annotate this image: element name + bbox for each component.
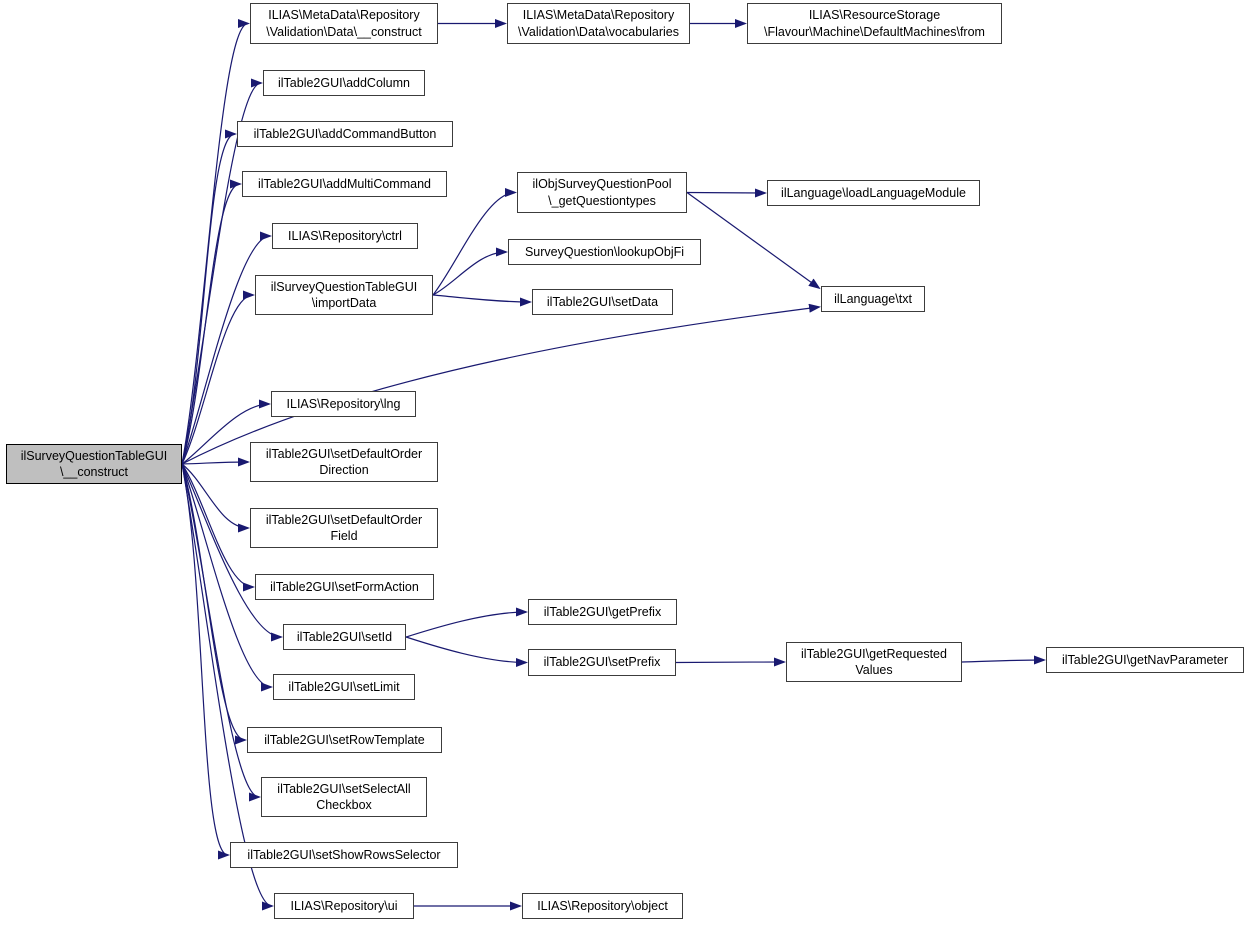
node-setRowTemplate[interactable]: ilTable2GUI\setRowTemplate	[247, 727, 442, 753]
node-label: ilLanguage\loadLanguageModule	[781, 185, 966, 200]
node-label: ILIAS\MetaData\Repository \Validation\Da…	[266, 8, 422, 39]
edge-main-setShowRowsSelector	[181, 463, 230, 860]
node-machines_from[interactable]: ILIAS\ResourceStorage \Flavour\Machine\D…	[747, 3, 1002, 44]
node-setSelectAllCheckbox[interactable]: ilTable2GUI\setSelectAll Checkbox	[261, 777, 427, 817]
edge-setPrefix-getRequestedValues	[675, 657, 786, 667]
node-getQuestiontypes[interactable]: ilObjSurveyQuestionPool \_getQuestiontyp…	[517, 172, 687, 213]
node-label: ilSurveyQuestionTableGUI \__construct	[20, 448, 168, 479]
edge-main-ctrl	[181, 231, 272, 465]
node-setData[interactable]: ilTable2GUI\setData	[532, 289, 673, 315]
node-getRequestedValues[interactable]: ilTable2GUI\getRequested Values	[786, 642, 962, 682]
node-label: ilTable2GUI\getNavParameter	[1061, 652, 1229, 667]
node-vocabularies[interactable]: ILIAS\MetaData\Repository \Validation\Da…	[507, 3, 690, 44]
node-setFormAction[interactable]: ilTable2GUI\setFormAction	[255, 574, 434, 600]
edge-importData-lookupObjFi	[432, 247, 508, 296]
edge-main-addCommandButton	[181, 129, 237, 465]
edge-main-lng	[181, 399, 271, 465]
node-lookupObjFi[interactable]: SurveyQuestion\lookupObjFi	[508, 239, 701, 265]
node-ui[interactable]: ILIAS\Repository\ui	[274, 893, 414, 919]
node-label: ilTable2GUI\setPrefix	[543, 655, 661, 670]
node-setId[interactable]: ilTable2GUI\setId	[283, 624, 406, 650]
edge-main-setSelectAllCheckbox	[181, 463, 261, 802]
node-loadLanguageModule[interactable]: ilLanguage\loadLanguageModule	[767, 180, 980, 206]
node-getNavParameter[interactable]: ilTable2GUI\getNavParameter	[1046, 647, 1244, 673]
node-label: ilTable2GUI\setSelectAll Checkbox	[277, 781, 411, 812]
node-label: ILIAS\Repository\ui	[290, 898, 398, 913]
edge-importData-setData	[432, 294, 532, 307]
node-label: ilTable2GUI\setDefaultOrder Field	[265, 512, 423, 543]
node-md_construct[interactable]: ILIAS\MetaData\Repository \Validation\Da…	[250, 3, 438, 44]
edge-getRequestedValues-getNavParameter	[961, 655, 1046, 665]
node-label: ILIAS\MetaData\Repository \Validation\Da…	[518, 8, 679, 39]
node-addCommandButton[interactable]: ilTable2GUI\addCommandButton	[237, 121, 453, 147]
node-label: ilSurveyQuestionTableGUI \importData	[270, 279, 418, 310]
node-label: ILIAS\Repository\object	[537, 898, 668, 913]
edge-main-setDefaultOrderDirection	[181, 457, 250, 467]
node-label: ilTable2GUI\setShowRowsSelector	[247, 847, 441, 862]
node-setLimit[interactable]: ilTable2GUI\setLimit	[273, 674, 415, 700]
edge-main-setRowTemplate	[181, 463, 247, 745]
node-label: ILIAS\Repository\lng	[286, 396, 401, 411]
node-addMultiCommand[interactable]: ilTable2GUI\addMultiCommand	[242, 171, 447, 197]
edge-main-addMultiCommand	[181, 179, 242, 465]
node-label: ilTable2GUI\getRequested Values	[801, 646, 947, 677]
node-label: ilTable2GUI\setData	[546, 294, 659, 309]
node-label: ilTable2GUI\setLimit	[288, 679, 400, 694]
node-ctrl[interactable]: ILIAS\Repository\ctrl	[272, 223, 418, 249]
node-setShowRowsSelector[interactable]: ilTable2GUI\setShowRowsSelector	[230, 842, 458, 868]
edge-getQuestiontypes-loadLanguageModule	[686, 188, 767, 198]
edge-main-txt	[181, 303, 821, 465]
node-setPrefix[interactable]: ilTable2GUI\setPrefix	[528, 649, 676, 676]
node-label: ilTable2GUI\addCommandButton	[253, 126, 437, 141]
node-label: ILIAS\ResourceStorage \Flavour\Machine\D…	[764, 8, 985, 39]
node-label: SurveyQuestion\lookupObjFi	[524, 244, 685, 259]
edge-getQuestiontypes-txt	[686, 192, 821, 290]
node-label: ilTable2GUI\setDefaultOrder Direction	[265, 446, 423, 477]
edge-main-md_construct	[181, 19, 250, 465]
node-addColumn[interactable]: ilTable2GUI\addColumn	[263, 70, 425, 96]
edge-main-importData	[181, 290, 255, 465]
node-setDefaultOrderDirection[interactable]: ilTable2GUI\setDefaultOrder Direction	[250, 442, 438, 482]
edge-main-setId	[181, 463, 283, 642]
node-setDefaultOrderField[interactable]: ilTable2GUI\setDefaultOrder Field	[250, 508, 438, 548]
edge-setId-setPrefix	[405, 636, 528, 667]
node-label: ilTable2GUI\setId	[296, 629, 393, 644]
node-getPrefix[interactable]: ilTable2GUI\getPrefix	[528, 599, 677, 625]
edge-importData-getQuestiontypes	[432, 188, 517, 296]
node-importData[interactable]: ilSurveyQuestionTableGUI \importData	[255, 275, 433, 315]
edge-main-setFormAction	[181, 463, 255, 592]
edge-main-setDefaultOrderField	[181, 463, 250, 533]
node-label: ilTable2GUI\addMultiCommand	[258, 176, 431, 191]
node-label: ILIAS\Repository\ctrl	[288, 228, 402, 243]
node-label: ilTable2GUI\getPrefix	[543, 604, 662, 619]
edge-setId-getPrefix	[405, 607, 528, 638]
node-txt[interactable]: ilLanguage\txt	[821, 286, 925, 312]
node-object[interactable]: ILIAS\Repository\object	[522, 893, 683, 919]
edge-main-setLimit	[181, 463, 273, 692]
node-label: ilTable2GUI\setRowTemplate	[264, 732, 425, 747]
node-label: ilTable2GUI\setFormAction	[270, 579, 419, 594]
node-label: ilObjSurveyQuestionPool \_getQuestiontyp…	[532, 177, 672, 208]
node-label: ilLanguage\txt	[834, 291, 912, 306]
node-main: ilSurveyQuestionTableGUI \__construct	[6, 444, 182, 484]
node-label: ilTable2GUI\addColumn	[277, 75, 410, 90]
node-lng[interactable]: ILIAS\Repository\lng	[271, 391, 416, 417]
edge-main-ui	[181, 463, 274, 911]
